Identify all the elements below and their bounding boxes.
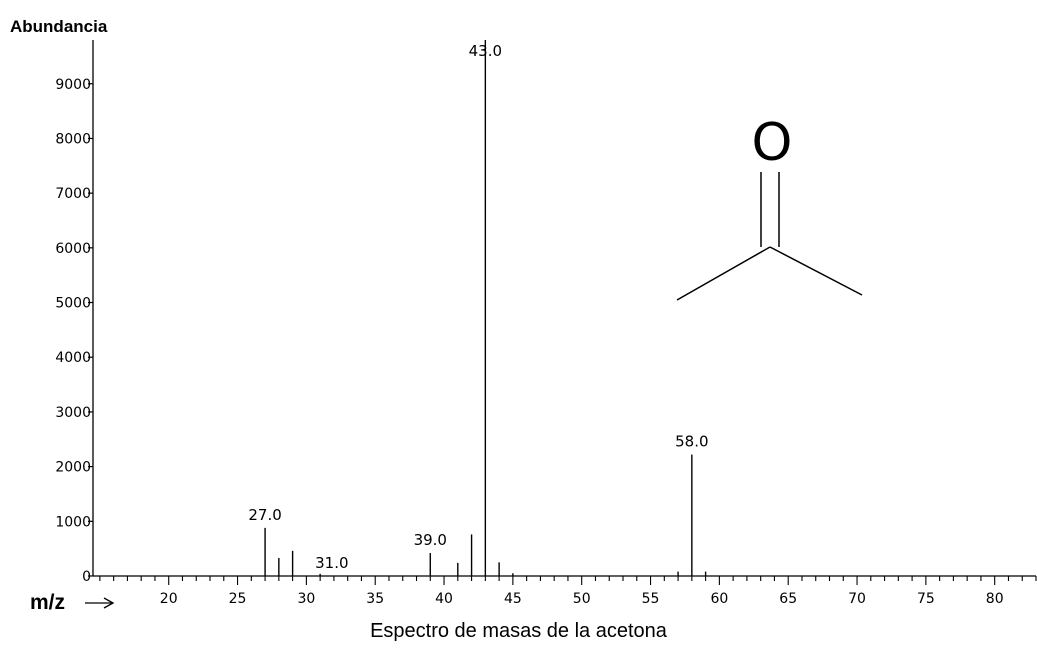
y-tick-label: 3000 — [55, 405, 91, 421]
arrow-icon — [85, 597, 115, 609]
x-axis-label: m/z — [30, 591, 65, 614]
x-tick-label: 40 — [435, 591, 453, 607]
x-tick-label: 70 — [848, 591, 866, 607]
acetone-structure-icon: O — [676, 113, 863, 301]
y-axis-label: Abundancia — [10, 17, 108, 36]
x-tick-label: 60 — [710, 591, 728, 607]
chart-caption: Espectro de masas de la acetona — [370, 620, 667, 642]
x-tick-label: 45 — [504, 591, 522, 607]
x-tick-label: 35 — [366, 591, 384, 607]
y-tick-label: 6000 — [55, 241, 91, 257]
x-tick-label: 20 — [160, 591, 178, 607]
peak-label: 27.0 — [248, 506, 281, 524]
y-tick-label: 8000 — [55, 131, 91, 147]
y-tick-label: 4000 — [55, 350, 91, 366]
peak-label: 58.0 — [675, 433, 708, 451]
y-tick-label: 5000 — [55, 296, 91, 312]
x-tick-label: 80 — [986, 591, 1004, 607]
peak-label: 39.0 — [414, 531, 447, 549]
y-tick-label: 2000 — [55, 460, 91, 476]
y-tick-label: 1000 — [55, 514, 91, 530]
y-tick-label: 9000 — [55, 77, 91, 93]
x-tick-label: 30 — [297, 591, 315, 607]
peak-label: 43.0 — [469, 42, 502, 60]
y-tick-label: 7000 — [55, 186, 91, 202]
x-tick-label: 55 — [642, 591, 660, 607]
oxygen-atom-label: O — [752, 113, 793, 173]
x-tick-label: 25 — [229, 591, 247, 607]
x-tick-label: 50 — [573, 591, 591, 607]
y-tick-label: 0 — [82, 569, 91, 585]
x-tick-label: 65 — [779, 591, 797, 607]
x-tick-label: 75 — [917, 591, 935, 607]
peak-label: 31.0 — [315, 554, 348, 572]
